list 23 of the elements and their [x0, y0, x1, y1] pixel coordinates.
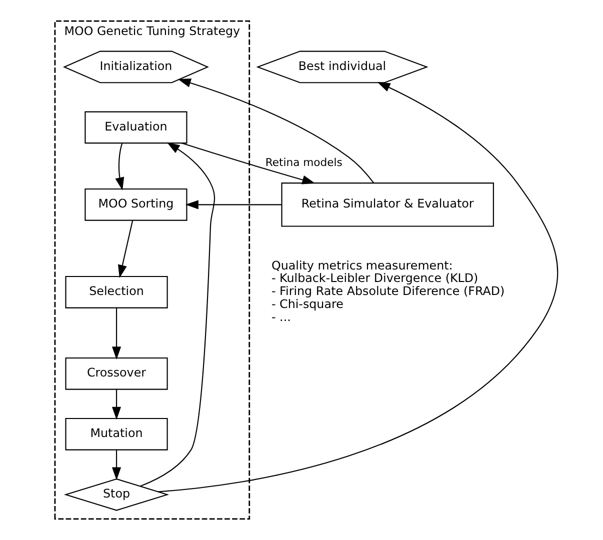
arrow — [140, 142, 215, 487]
label: - Kulback-Leibler Divergence (KLD) — [271, 271, 478, 286]
arrow — [158, 82, 558, 492]
node-box: Retina Simulator & Evaluator — [280, 182, 494, 227]
label: Quality metrics measurement: — [271, 258, 452, 272]
arrow — [114, 143, 124, 190]
arrow — [111, 389, 121, 420]
node-box: MOO Sorting — [84, 188, 187, 221]
node-box: Evaluation — [84, 111, 187, 144]
label: - ... — [271, 310, 290, 324]
label: - Firing Rate Absolute Diference (FRAD) — [271, 284, 504, 298]
node-box: Selection — [64, 276, 168, 308]
node-box: Mutation — [64, 418, 168, 450]
arrow — [117, 220, 133, 278]
node-box: Crossover — [64, 357, 168, 390]
edge-label: Retina models — [264, 156, 342, 169]
arrow — [184, 200, 281, 210]
arrow — [111, 450, 121, 480]
arrow — [177, 78, 374, 183]
node-diamond: Stop — [63, 478, 169, 511]
arrow — [111, 308, 121, 360]
label: - Chi-square — [271, 297, 343, 312]
arrow — [181, 142, 315, 184]
